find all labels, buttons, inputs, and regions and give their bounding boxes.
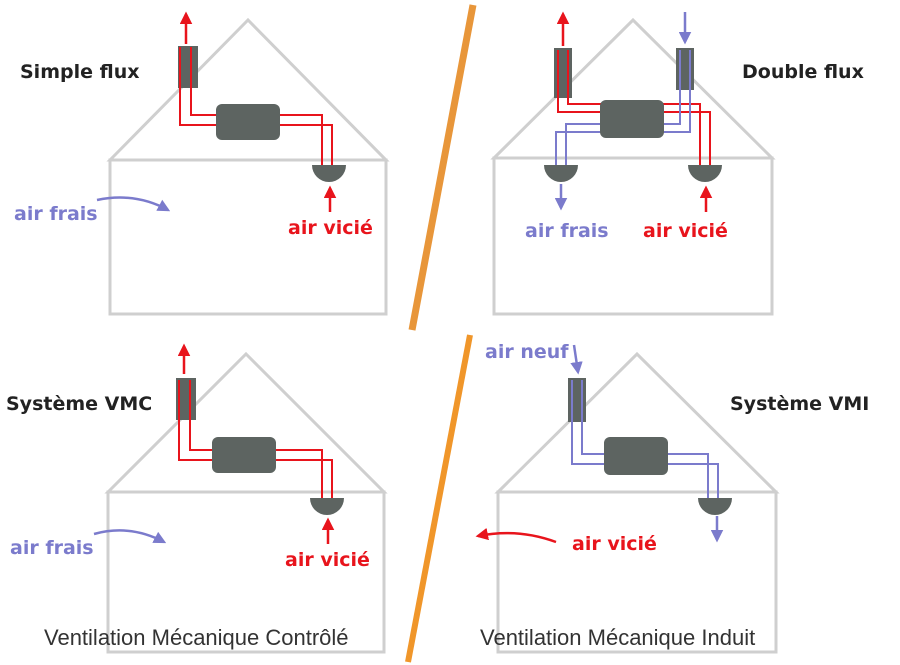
diffuser-icon bbox=[312, 165, 346, 182]
house-body bbox=[496, 490, 778, 654]
caption-left: Ventilation Mécanique Contrôlé bbox=[44, 625, 349, 650]
panel-systeme-vmi: Système VMI air neuf air vicié bbox=[475, 341, 869, 654]
air-vicie-label: air vicié bbox=[285, 549, 370, 571]
house-body bbox=[108, 158, 388, 316]
air-vicie-label: air vicié bbox=[572, 533, 657, 555]
house-body bbox=[106, 490, 386, 654]
panel-title: Double flux bbox=[742, 61, 864, 83]
duct-icon bbox=[554, 48, 572, 98]
ventilation-unit-icon bbox=[604, 437, 668, 475]
panel-title: Système VMC bbox=[6, 393, 152, 415]
stale-air-out-arrow bbox=[475, 527, 557, 544]
fresh-air-arrow bbox=[96, 196, 171, 212]
caption-right: Ventilation Mécanique Induit bbox=[480, 625, 755, 650]
air-frais-label: air frais bbox=[10, 537, 94, 559]
diffuser-icon bbox=[688, 165, 722, 182]
ventilation-unit-icon bbox=[212, 437, 276, 473]
air-neuf-label: air neuf bbox=[485, 341, 569, 363]
air-frais-label: air frais bbox=[14, 203, 98, 225]
panel-double-flux: Double flux air frais air vicié bbox=[490, 11, 864, 316]
diffuser-icon bbox=[544, 165, 578, 182]
divider-top bbox=[408, 4, 477, 331]
ventilation-unit-icon bbox=[600, 100, 664, 138]
air-frais-label: air frais bbox=[525, 220, 609, 242]
panel-title: Simple flux bbox=[20, 61, 139, 83]
duct-icon bbox=[568, 378, 586, 422]
duct-icon bbox=[676, 48, 694, 90]
air-vicie-label: air vicié bbox=[643, 220, 728, 242]
house-body bbox=[492, 156, 774, 316]
fresh-in-arrow bbox=[570, 344, 583, 375]
panel-title: Système VMI bbox=[730, 393, 869, 415]
fresh-air-arrow bbox=[93, 529, 167, 544]
diffuser-icon bbox=[310, 498, 344, 515]
ventilation-unit-icon bbox=[216, 104, 280, 140]
air-vicie-label: air vicié bbox=[288, 217, 373, 239]
panel-systeme-vmc: Système VMC air frais air vicié bbox=[6, 343, 388, 654]
panel-simple-flux: Simple flux air frais air vicié bbox=[14, 11, 390, 316]
duct-icon bbox=[178, 46, 198, 88]
divider-bottom bbox=[405, 334, 473, 663]
diffuser-icon bbox=[698, 498, 732, 515]
